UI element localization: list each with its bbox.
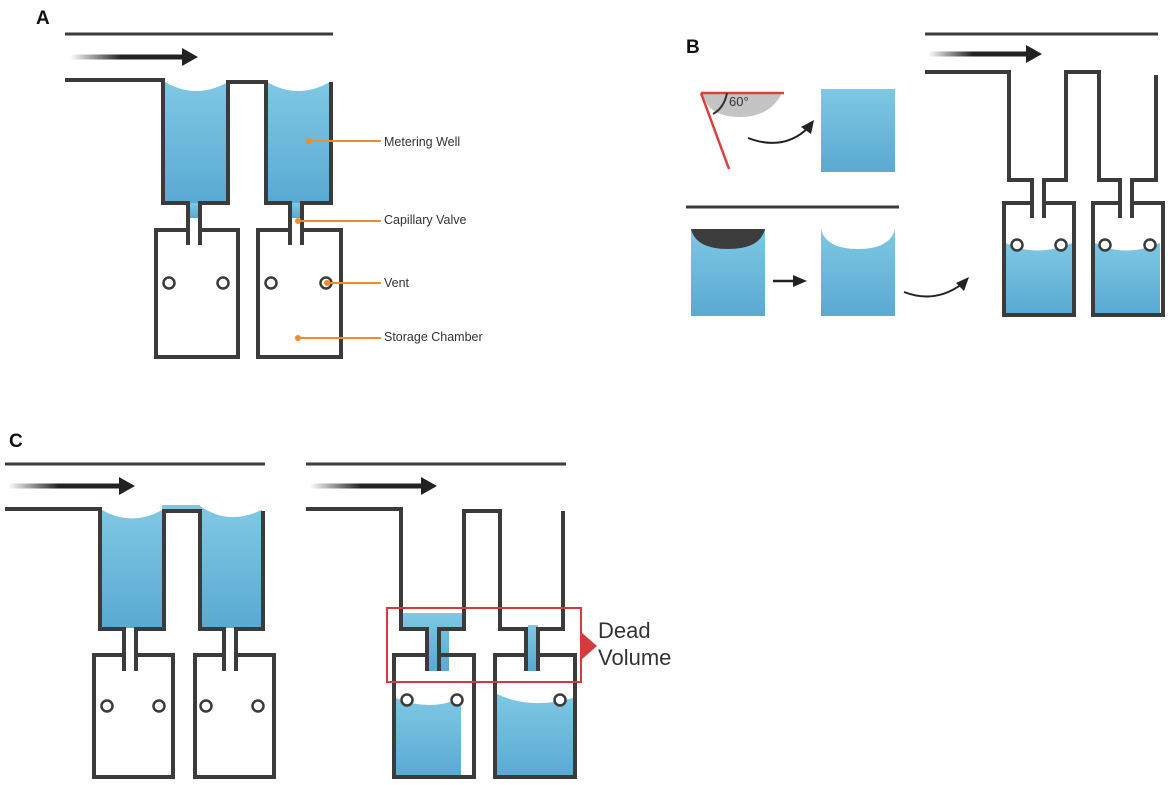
callout-dot: [306, 138, 312, 144]
vent-icon: [100, 699, 114, 713]
flow-arrow-head: [119, 477, 135, 495]
panel-letter-c: C: [9, 431, 23, 452]
storage-chamber-liquid-right: [497, 694, 573, 777]
panel-a: [65, 32, 381, 359]
vent-icon: [251, 699, 265, 713]
meniscus-convex: [691, 229, 765, 249]
well-left-wall: [5, 507, 126, 671]
flow-arrow: [8, 477, 135, 495]
storage-chamber-right: [256, 228, 343, 359]
metering-well-liquid-left: [165, 82, 228, 203]
curved-arrow-icon: [903, 283, 963, 298]
well-left-wall: [65, 78, 190, 245]
flow-arrow: [310, 477, 437, 495]
storage-chamber-liquid-left: [1006, 243, 1072, 313]
flow-arrow-head: [182, 48, 198, 66]
valve-liquid-right: [290, 203, 302, 218]
label-vent: Vent: [384, 276, 410, 290]
well-right-wall: [300, 82, 333, 245]
vent-icon: [1010, 238, 1024, 252]
well-left-wall: [925, 70, 1034, 218]
contact-angle-label: 60°: [729, 94, 749, 109]
callout-metering-well: [306, 138, 381, 144]
callout-vent: [324, 280, 381, 286]
flow-arrow-shaft: [310, 483, 423, 489]
flow-arrow-shaft: [928, 51, 1028, 57]
curved-arrow-head: [801, 120, 814, 134]
storage-chamber-right: [1091, 201, 1165, 317]
storage-chamber-left: [392, 653, 476, 779]
well-right-wall: [536, 511, 565, 671]
storage-chamber-left: [1002, 201, 1076, 317]
flow-arrow: [70, 48, 198, 66]
storage-chamber-right: [493, 653, 577, 779]
transition-arrow-head: [793, 275, 807, 287]
label-metering-well: Metering Well: [384, 135, 460, 149]
callout-storage-chamber: [295, 335, 381, 341]
angle-arc: [712, 92, 728, 115]
storage-chamber-right: [193, 653, 276, 779]
well-right-wall: [234, 511, 265, 671]
well-left-wall: [306, 507, 429, 671]
panel-b: [686, 32, 1165, 317]
label-capillary-valve: Capillary Valve: [384, 213, 466, 227]
flow-arrow: [928, 45, 1042, 63]
well-walls-middle: [1042, 70, 1122, 218]
flow-arrow-shaft: [70, 54, 184, 60]
metering-well-liquid-right: [200, 510, 262, 628]
vent-icon: [152, 699, 166, 713]
panel-c: [5, 462, 597, 779]
vent-icon: [400, 693, 414, 707]
meniscus-drop-shape: [702, 93, 782, 117]
flow-arrow-shaft: [8, 483, 121, 489]
metering-well-liquid-left: [100, 510, 164, 628]
dead-volume-liquid-left: [403, 613, 462, 671]
angle-line-wall: [699, 92, 731, 170]
well-walls-middle: [198, 80, 292, 245]
panel-letter-a: A: [36, 8, 50, 29]
storage-chamber-liquid-left: [396, 698, 461, 777]
dead-volume-pointer-icon: [581, 632, 597, 660]
callout-dot: [295, 218, 301, 224]
vent-icon: [450, 693, 464, 707]
vent-icon: [199, 699, 213, 713]
curved-arrow-icon: [747, 125, 811, 144]
well-walls-middle: [134, 509, 226, 671]
vent-icon: [1098, 238, 1112, 252]
vent-icon: [216, 276, 230, 290]
panel-letter-b: B: [686, 37, 700, 58]
callout-dot: [324, 280, 330, 286]
metering-well-liquid-right: [267, 82, 330, 203]
storage-chamber-left: [92, 653, 175, 779]
curved-arrow-head: [956, 277, 969, 291]
well-right-wall: [1130, 75, 1158, 218]
flow-arrow-head: [421, 477, 437, 495]
callout-capillary-valve: [295, 218, 381, 224]
vent-icon: [1054, 238, 1068, 252]
dead-volume-liquid-right: [528, 625, 538, 671]
liquid-block: [821, 89, 895, 172]
label-storage-chamber: Storage Chamber: [384, 330, 483, 344]
flow-arrow-head: [1026, 45, 1042, 63]
dead-volume-label-line1: Dead: [598, 618, 651, 643]
vent-icon: [162, 276, 176, 290]
vent-icon: [1143, 238, 1157, 252]
valve-liquid-left: [188, 203, 200, 218]
dead-volume-label-line2: Volume: [598, 645, 671, 670]
liquid-block-concave: [821, 229, 895, 316]
callout-dot: [295, 335, 301, 341]
well-walls-middle: [437, 509, 528, 671]
storage-chamber-left: [154, 228, 240, 359]
vent-icon: [553, 693, 567, 707]
vent-icon: [264, 276, 278, 290]
storage-chamber-liquid-right: [1095, 243, 1160, 313]
